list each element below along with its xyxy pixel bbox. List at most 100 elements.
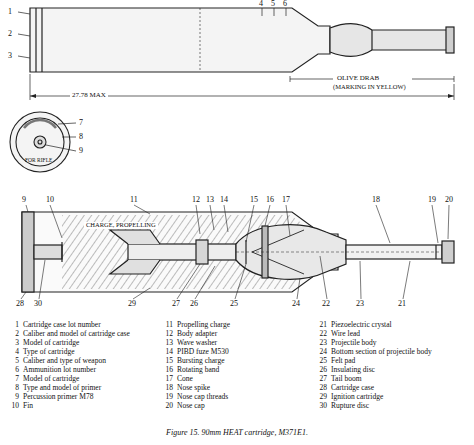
key-number: 24 — [314, 347, 331, 356]
key-number: 21 — [314, 320, 331, 329]
leader-line — [133, 288, 150, 299]
key-row: 2Caliber and model of cartridge case — [6, 329, 160, 338]
key-text: Projectile body — [331, 338, 468, 347]
key-number: 28 — [314, 383, 331, 392]
callout-number: 7 — [79, 119, 83, 127]
callout-number: 10 — [46, 196, 54, 204]
key-row: 8Type and model of primer — [6, 383, 160, 392]
callout-number: 27 — [172, 300, 180, 308]
key-row: 10Fin — [6, 401, 160, 410]
key-row: 1Cartridge case lot number — [6, 320, 160, 329]
color-note: OLIVE DRAB — [337, 75, 379, 82]
key-row: 14PIBD fuze M530 — [160, 347, 314, 356]
key-number: 25 — [314, 356, 331, 365]
key-column: 1Cartridge case lot number2Caliber and m… — [6, 320, 160, 410]
key-text: Cartridge case lot number — [23, 320, 160, 329]
leader-line — [196, 205, 200, 234]
callout-number: 4 — [259, 0, 263, 8]
leader-line — [297, 278, 300, 299]
callout-number: 9 — [22, 196, 26, 204]
section-marking: CHARGE, PROPELLING — [84, 222, 158, 229]
key-row: 17Cone — [160, 374, 314, 383]
key-number: 13 — [160, 338, 177, 347]
callout-number: 3 — [8, 52, 12, 60]
base-marking: FOR RIFLE — [25, 158, 52, 164]
key-row: 15Bursting charge — [160, 356, 314, 365]
key-text: Bottom section of projectile body — [331, 347, 468, 356]
parts-key: 1Cartridge case lot number2Caliber and m… — [6, 320, 468, 410]
key-text: Ammunition lot number — [23, 365, 160, 374]
key-text: Rotating band — [177, 365, 314, 374]
callout-number: 1 — [8, 8, 12, 16]
leader-line — [360, 261, 361, 299]
color-note: (MARKING IN YELLOW) — [333, 84, 406, 91]
key-number: 29 — [314, 392, 331, 401]
callout-number: 28 — [16, 300, 24, 308]
leader-line — [26, 205, 28, 212]
leader-line — [235, 264, 246, 299]
leader-line — [39, 260, 45, 299]
leader-line — [448, 205, 449, 239]
leader-line — [286, 205, 290, 236]
key-text: Model of cartridge — [23, 374, 160, 383]
figure-caption: Figure 15. 90mm HEAT cartridge, M371E1. — [0, 428, 474, 437]
key-text: Caliber and model of cartridge case — [23, 329, 160, 338]
leader-line — [403, 261, 410, 299]
key-number: 8 — [6, 383, 23, 392]
leader-line — [376, 205, 390, 243]
key-text: Type and model of primer — [23, 383, 160, 392]
callout-number: 24 — [292, 300, 300, 308]
key-text: Tail boom — [331, 374, 468, 383]
key-column: 11Propelling charge12Body adapter13Wave … — [160, 320, 314, 410]
key-number: 4 — [6, 347, 23, 356]
leader-line — [50, 205, 62, 238]
key-number: 11 — [160, 320, 177, 329]
key-number: 22 — [314, 329, 331, 338]
key-text: Propelling charge — [177, 320, 314, 329]
key-text: Type of cartridge — [23, 347, 160, 356]
callout-number: 30 — [34, 300, 42, 308]
leader-line — [134, 205, 150, 214]
callout-number: 22 — [322, 300, 330, 308]
key-row: 16Rotating band — [160, 365, 314, 374]
key-number: 3 — [6, 338, 23, 347]
key-number: 23 — [314, 338, 331, 347]
key-row: 19Nose cap threads — [160, 392, 314, 401]
key-row: 30Rupture disc — [314, 401, 468, 410]
key-row: 9Percussion primer M78 — [6, 392, 160, 401]
key-row: 22Wire lead — [314, 329, 468, 338]
callout-number: 20 — [445, 196, 453, 204]
callout-number: 25 — [230, 300, 238, 308]
leader-line — [432, 205, 438, 243]
key-number: 18 — [160, 383, 177, 392]
key-number: 26 — [314, 365, 331, 374]
leader-line — [210, 205, 214, 230]
key-row: 26Insulating disc — [314, 365, 468, 374]
callout-number: 16 — [266, 196, 274, 204]
leader-line — [224, 205, 228, 232]
leader-line — [21, 292, 26, 299]
callout-number: 6 — [283, 0, 287, 8]
key-row: 23Projectile body — [314, 338, 468, 347]
leader-line — [320, 256, 327, 299]
key-number: 9 — [6, 392, 23, 401]
callout-number: 18 — [372, 196, 380, 204]
key-text: Cone — [177, 374, 314, 383]
key-text: PIBD fuze M530 — [177, 347, 314, 356]
key-text: Caliber and type of weapon — [23, 356, 160, 365]
key-number: 12 — [160, 329, 177, 338]
key-text: Piezoelectric crystal — [331, 320, 468, 329]
leader-line — [246, 205, 254, 242]
key-row: 20Nose cap — [160, 401, 314, 410]
key-row: 4Type of cartridge — [6, 347, 160, 356]
key-text: Percussion primer M78 — [23, 392, 160, 401]
key-text: Bursting charge — [177, 356, 314, 365]
callout-number: 9 — [79, 147, 83, 155]
key-number: 20 — [160, 401, 177, 410]
key-text: Fin — [23, 401, 160, 410]
key-number: 10 — [6, 401, 23, 410]
key-number: 16 — [160, 365, 177, 374]
callout-number: 17 — [282, 196, 290, 204]
key-row: 13Wave washer — [160, 338, 314, 347]
key-row: 18Nose spike — [160, 383, 314, 392]
